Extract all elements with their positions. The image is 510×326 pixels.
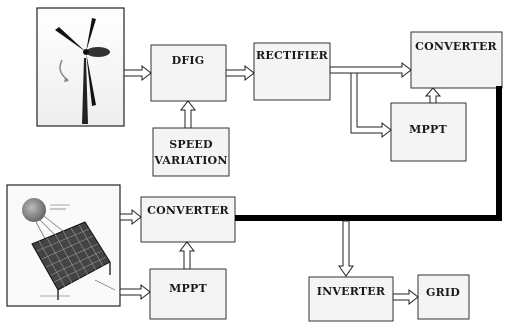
speed-variation-block: SPEED VARIATION: [152, 127, 230, 177]
converter-pv-label: CONVERTER: [147, 204, 229, 217]
wind-turbine-image: [36, 7, 125, 127]
converter-wind-label: CONVERTER: [415, 40, 497, 53]
rectifier-block: RECTIFIER: [253, 42, 331, 101]
solar-panel-icon: [31, 221, 116, 300]
arrow-inverter-to-grid: [392, 288, 419, 306]
arrow-mppt-to-converter-pv: [178, 241, 196, 270]
rectifier-label: RECTIFIER: [256, 49, 329, 62]
dc-bus-line: [235, 86, 502, 221]
arrow-turbine-to-dfig: [123, 64, 152, 82]
mppt-wind-block: MPPT: [390, 102, 467, 162]
arrow-rectifier-to-mppt: [350, 72, 392, 139]
arrow-solar-to-converter: [119, 208, 142, 226]
mppt-pv-label: MPPT: [169, 282, 207, 295]
mppt-wind-label: MPPT: [409, 123, 447, 136]
solar-panel-image: [6, 184, 121, 307]
speed-variation-label-2: VARIATION: [153, 154, 227, 167]
inverter-label: INVERTER: [317, 285, 386, 298]
wind-turbine-icon: [55, 18, 110, 124]
converter-pv-block: CONVERTER: [140, 196, 236, 243]
dfig-block: DFIG: [150, 44, 227, 102]
dfig-label: DFIG: [172, 54, 205, 67]
arrow-speed-to-dfig: [179, 100, 197, 129]
mppt-pv-block: MPPT: [149, 268, 227, 320]
arrow-dfig-to-rectifier: [225, 64, 255, 82]
arrow-bus-to-inverter: [338, 220, 354, 277]
arrow-rectifier-to-converter: [329, 61, 412, 79]
grid-block: GRID: [417, 274, 470, 320]
arrow-mppt-to-converter: [424, 87, 442, 104]
converter-wind-block: CONVERTER: [410, 31, 503, 89]
speed-variation-label-1: SPEED: [169, 138, 213, 151]
inverter-block: INVERTER: [308, 276, 394, 322]
connection-arrows: [119, 61, 442, 306]
sun-icon: [22, 198, 70, 245]
arrow-solar-to-mppt: [119, 283, 151, 301]
grid-label: GRID: [426, 286, 460, 299]
